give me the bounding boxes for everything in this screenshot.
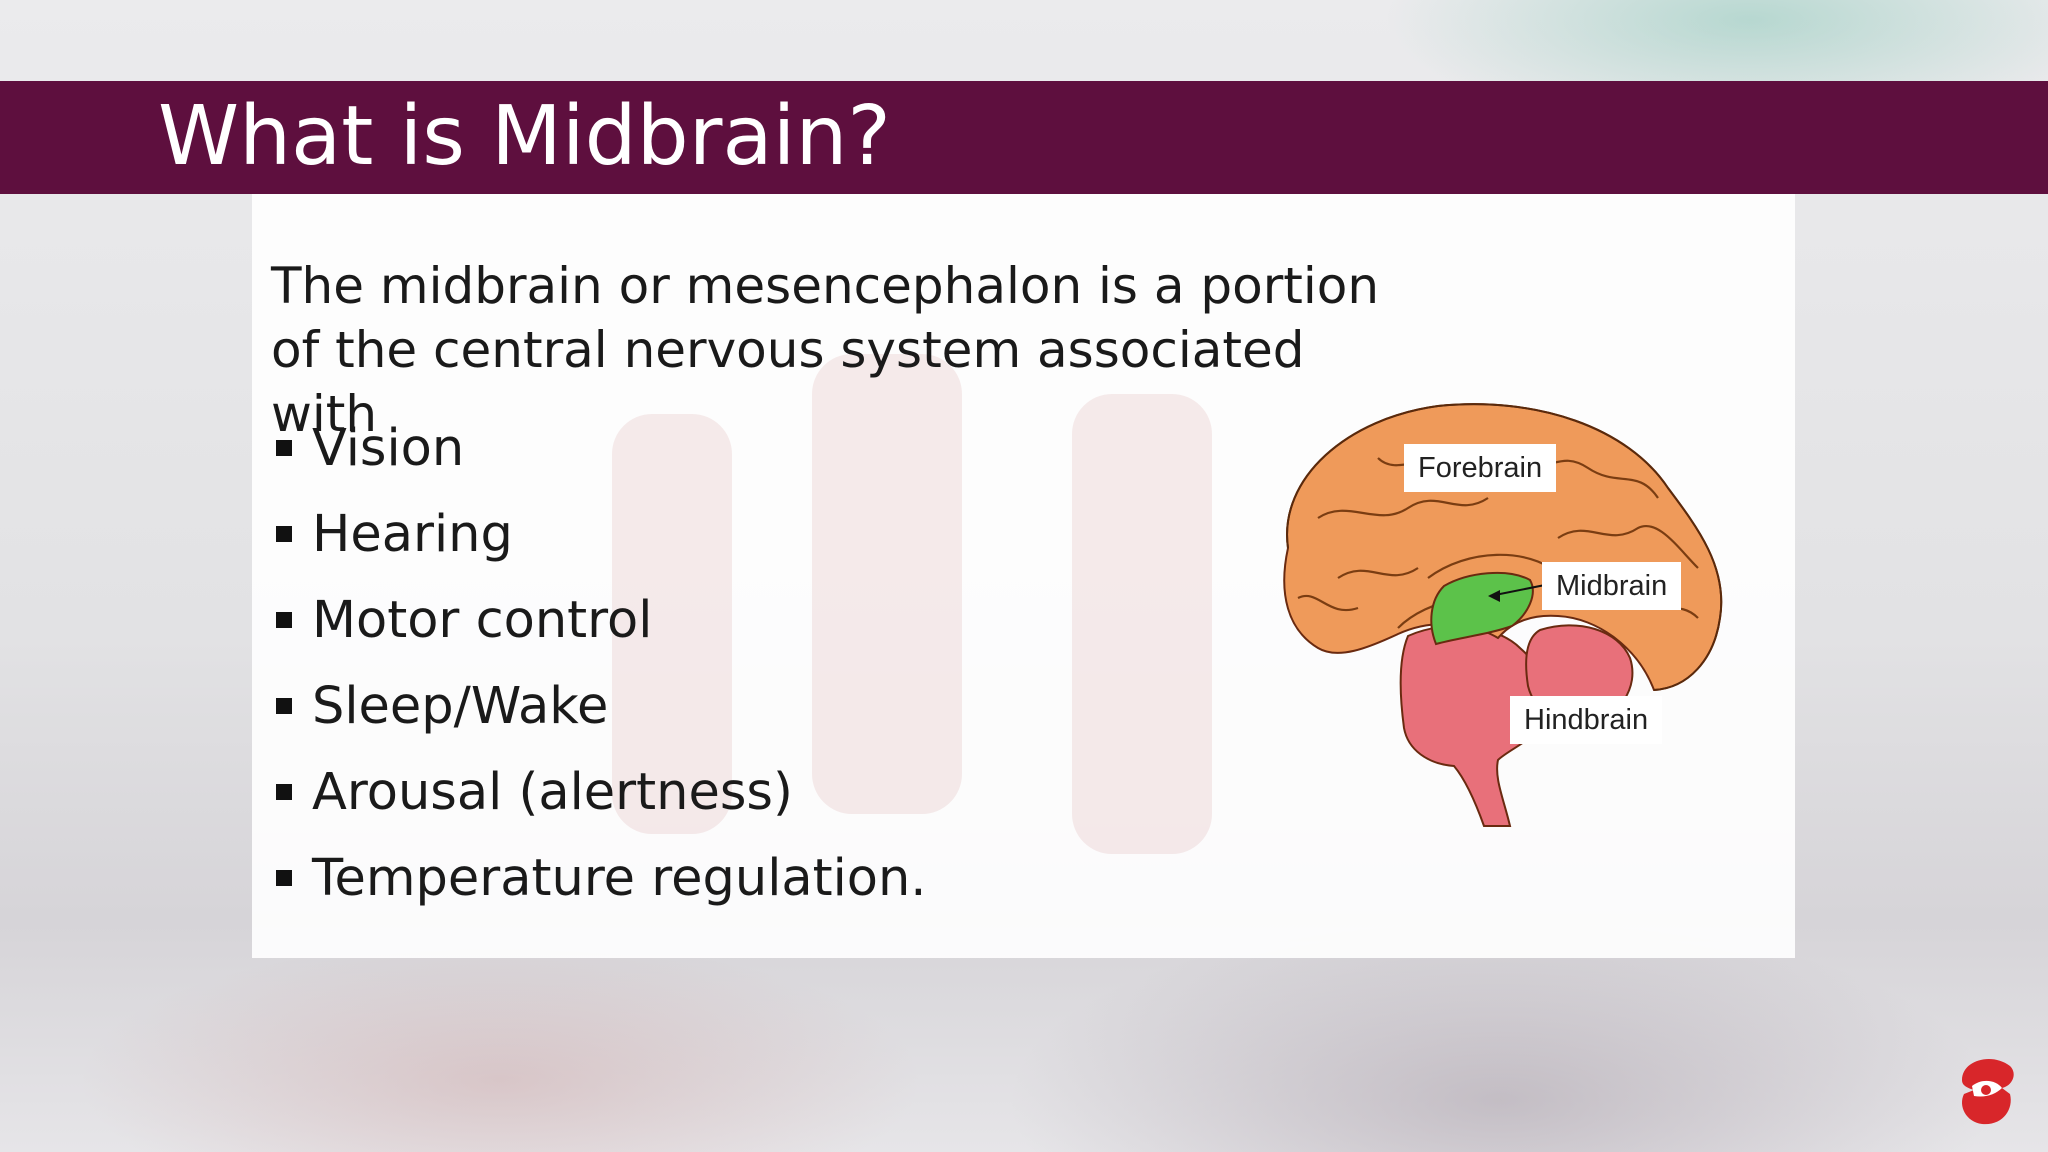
list-item: Vision xyxy=(276,405,927,491)
hindbrain-shape xyxy=(1399,625,1553,827)
midbrain-shape xyxy=(1430,571,1534,646)
background-figure xyxy=(1072,394,1212,854)
bullet-icon xyxy=(276,698,292,714)
background-figure xyxy=(812,354,962,814)
bullet-list: Vision Hearing Motor control Sleep/Wake … xyxy=(276,405,927,921)
bullet-icon xyxy=(276,870,292,886)
list-item: Arousal (alertness) xyxy=(276,749,927,835)
bullet-text: Motor control xyxy=(312,590,653,650)
background-figure xyxy=(612,414,732,834)
bullet-text: Vision xyxy=(312,418,465,478)
forebrain-label: Forebrain xyxy=(1404,444,1557,492)
bullet-text: Sleep/Wake xyxy=(312,676,609,736)
list-item: Hearing xyxy=(276,491,927,577)
intro-text: The midbrain or mesencephalon is a porti… xyxy=(271,257,1380,443)
list-item: Motor control xyxy=(276,577,927,663)
bullet-text: Arousal (alertness) xyxy=(312,762,793,822)
bullet-icon xyxy=(276,784,292,800)
hindbrain-label: Hindbrain xyxy=(1510,696,1663,744)
bullet-icon xyxy=(276,440,292,456)
bullet-icon xyxy=(276,526,292,542)
bullet-icon xyxy=(276,612,292,628)
brain-diagram: Forebrain Midbrain Hindbrain xyxy=(1258,398,1728,828)
slide-title: What is Midbrain? xyxy=(158,89,891,184)
title-bar xyxy=(0,81,2048,194)
list-item: Temperature regulation. xyxy=(276,835,927,921)
bullet-text: Hearing xyxy=(312,504,513,564)
brain-outline xyxy=(1286,403,1723,691)
logo-mark-icon xyxy=(1962,1058,2014,1125)
midbrain-label: Midbrain xyxy=(1542,562,1682,610)
arrow-head-icon xyxy=(1488,590,1500,602)
list-item: Sleep/Wake xyxy=(276,663,927,749)
bullet-text: Temperature regulation. xyxy=(312,848,927,908)
brand-logo-icon xyxy=(1952,1050,2022,1130)
